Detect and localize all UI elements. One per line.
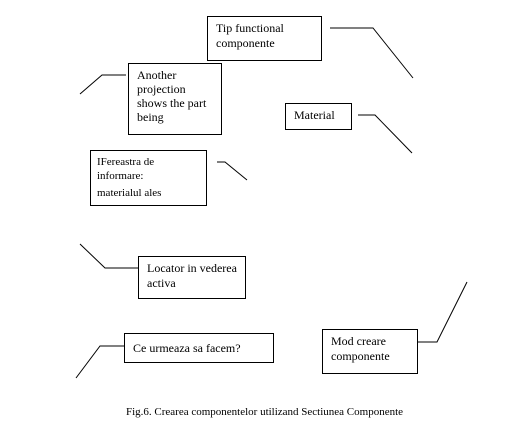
callout-material-text: Material bbox=[294, 108, 335, 122]
leader-line-another-projection bbox=[79, 74, 126, 95]
callout-locator-text: Locator in vederea activa bbox=[147, 261, 237, 290]
callout-tip-functional: Tip functional componente bbox=[207, 16, 322, 61]
leader-line-locator bbox=[79, 243, 138, 269]
callout-another-projection: Another projection shows the part being bbox=[128, 63, 222, 135]
figure-caption: Fig.6. Crearea componentelor utilizand S… bbox=[125, 406, 404, 418]
leader-line-mod-creare bbox=[418, 281, 468, 343]
leader-line-ce-urmeaza bbox=[75, 345, 124, 379]
callout-locator: Locator in vederea activa bbox=[138, 256, 246, 299]
callout-fereastra-line-1: IFereastra de informare: bbox=[97, 156, 155, 182]
callout-mod-creare-text: Mod creare componente bbox=[331, 334, 390, 363]
callout-fereastra-informare: IFereastra de informare: materialul ales bbox=[90, 150, 207, 206]
callout-ce-urmeaza-text: Ce urmeaza sa facem? bbox=[133, 341, 241, 355]
callout-tip-functional-text: Tip functional componente bbox=[216, 21, 284, 50]
callout-fereastra-line-2: materialul ales bbox=[97, 187, 162, 199]
callout-another-projection-text: Another projection shows the part being bbox=[137, 68, 207, 124]
leader-line-fereastra bbox=[217, 161, 248, 181]
callout-material: Material bbox=[285, 103, 352, 130]
callout-mod-creare: Mod creare componente bbox=[322, 329, 418, 374]
leader-line-material bbox=[358, 114, 413, 154]
leader-line-tip-functional bbox=[330, 27, 414, 79]
callout-ce-urmeaza: Ce urmeaza sa facem? bbox=[124, 333, 274, 363]
